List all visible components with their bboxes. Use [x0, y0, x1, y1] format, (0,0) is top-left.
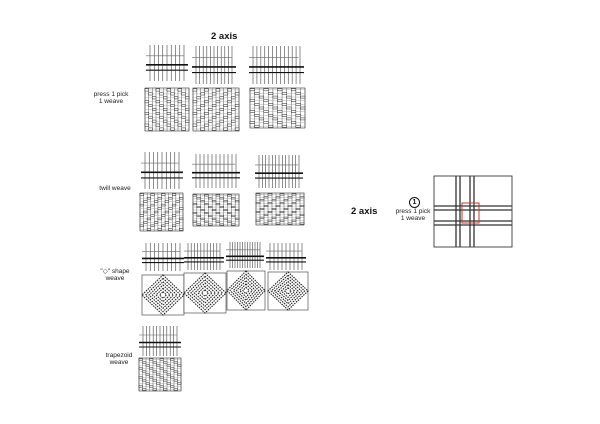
diamond-pattern-4 [267, 271, 309, 311]
diamond-sketch-2 [184, 243, 224, 270]
twill-sketch-2 [192, 154, 240, 188]
diamond-sketch-1 [142, 243, 184, 271]
group-label-twill: twill weave [99, 185, 131, 192]
twill-pattern-2 [192, 193, 240, 227]
twill-sketch-1 [141, 152, 183, 189]
weave-sketch-a1 [146, 45, 188, 81]
diamond-pattern-1 [141, 274, 185, 316]
weave-pattern-a2 [192, 87, 240, 132]
twill-sketch-3 [255, 155, 303, 188]
step-number-badge: 1 [409, 197, 420, 208]
weave-pattern-a1 [144, 87, 190, 132]
twill-pattern-3 [255, 192, 305, 226]
group-label-trapezoid: trapezoid weave [105, 352, 133, 367]
diamond-pattern-2 [183, 272, 227, 314]
trapezoid-pattern [138, 357, 182, 392]
page-title: 2 axis [211, 31, 238, 42]
weave-pattern-a3 [249, 87, 306, 129]
weave-sketch-a2 [192, 46, 236, 84]
detail-title: 2 axis [351, 206, 378, 217]
twill-pattern-1 [139, 192, 184, 232]
detail-weave-diagram [433, 175, 513, 248]
weave-sketch-a3 [249, 46, 304, 84]
trapezoid-sketch [139, 326, 181, 356]
group-label-press-pick: press 1 pick 1 weave [93, 91, 129, 106]
diamond-pattern-3 [226, 270, 266, 311]
diamond-sketch-4 [266, 243, 306, 270]
group-label-diamond: "◇" shape weave [100, 268, 130, 283]
detail-label: press 1 pick 1 weave [395, 208, 431, 223]
diamond-sketch-3 [226, 242, 264, 268]
